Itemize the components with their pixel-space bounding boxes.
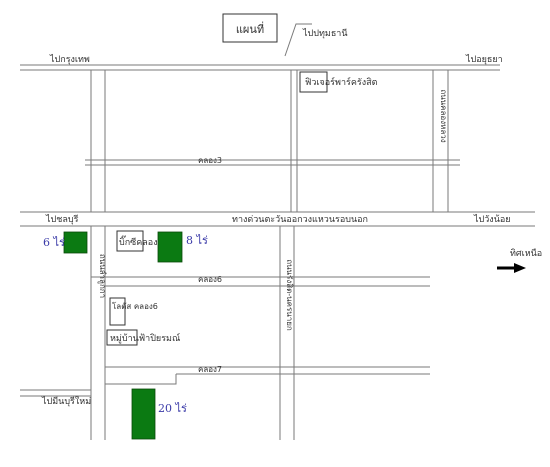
title-box bbox=[222, 13, 278, 43]
direction-left-mid: ไปชลบุรี bbox=[45, 214, 79, 225]
land-plot-8-rai bbox=[157, 231, 183, 263]
label-rangsit-nakhonnayok: ถนนรังสิต-นครนายก bbox=[285, 259, 294, 331]
map-title: แผนที่ bbox=[236, 21, 264, 36]
place-future-park: ฟิวเจอร์พาร์ครังสิต bbox=[305, 76, 378, 88]
plot-area-6: 6 ไร่ bbox=[43, 236, 65, 249]
plot-area-8: 8 ไร่ bbox=[186, 234, 208, 247]
lotus-box bbox=[109, 297, 126, 326]
future-park-box bbox=[299, 71, 328, 93]
big-c-box bbox=[116, 230, 144, 252]
place-big-c: บิ๊กซีคลอง5 bbox=[119, 235, 163, 248]
direction-right-top: ไปอยุธยา bbox=[465, 54, 503, 65]
direction-right-mid: ไปวังน้อย bbox=[473, 214, 511, 225]
direction-left-top: ไปกรุงเทพ bbox=[49, 54, 90, 65]
direction-left-bottom: ไปมีนบุรีใหม่ bbox=[41, 396, 91, 407]
label-outer-ring: ทางด่วนตะวันออกวงแหวนรอบนอก bbox=[232, 215, 368, 225]
label-lamlukka: ถนนลำลูกกา bbox=[97, 254, 107, 298]
north-label: ทิศเหนือ bbox=[510, 248, 542, 259]
place-lotus: โลตัส คลอง6 bbox=[112, 301, 158, 311]
plot-area-20: 20 ไร่ bbox=[158, 402, 187, 415]
place-village: หมู่บ้านฟ้าปิยรมณ์ bbox=[110, 332, 180, 344]
land-plot-20-rai bbox=[131, 388, 156, 440]
road-to-pathum bbox=[284, 23, 312, 57]
label-khlong6: คลอง6 bbox=[198, 275, 222, 284]
village-box bbox=[106, 329, 138, 346]
north-arrow-icon bbox=[514, 263, 526, 273]
label-khlong-luang: ถนนคลองหลวง bbox=[439, 89, 448, 142]
land-plot-6-rai bbox=[63, 231, 88, 254]
direction-top: ไปปทุมธานี bbox=[302, 28, 348, 39]
label-khlong7: คลอง7 bbox=[198, 365, 222, 374]
label-khlong3: คลอง3 bbox=[198, 156, 222, 165]
road-khlong7-branch bbox=[105, 374, 177, 385]
